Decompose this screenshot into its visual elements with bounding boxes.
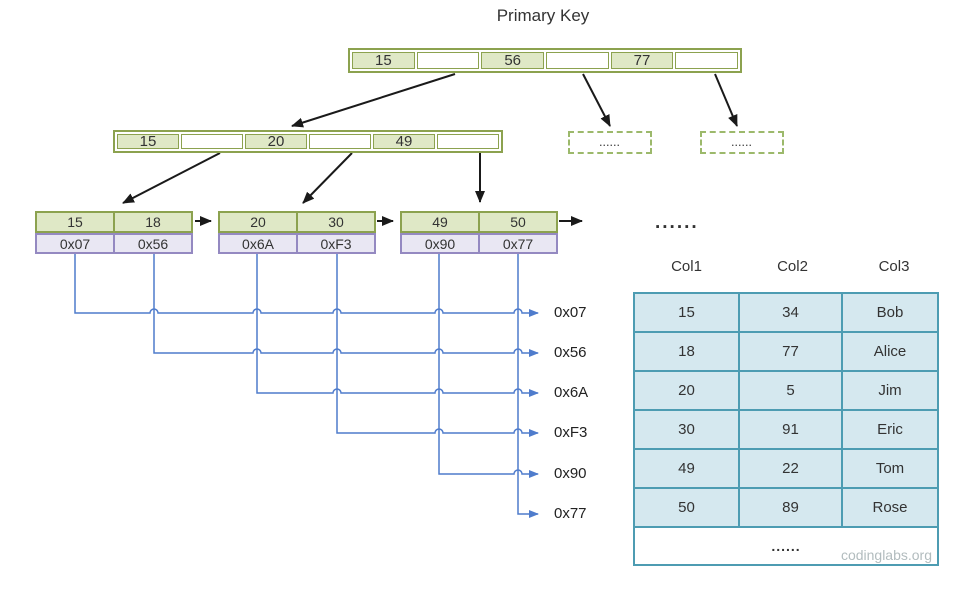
key-cell: 50 [478,213,556,231]
pointer-cell [675,52,739,69]
btree-root-node: 15 56 77 [348,48,742,73]
address-label: 0x77 [554,505,587,522]
address-cell: 0x6A [218,233,298,254]
key-cell: 20 [245,133,307,150]
tree-edge-arrow [302,152,353,204]
table-cell: Bob [841,292,939,333]
tree-edge-arrow [714,73,738,127]
address-label: 0x56 [554,344,587,361]
pointer-cell [181,134,243,149]
tree-edge-arrows [122,73,738,226]
table-cell: 34 [738,292,843,333]
connector-0x77 [517,253,539,518]
table-row: 50 89 Rose [633,487,939,528]
key-cell: 18 [113,213,191,231]
column-header: Col1 [671,258,702,275]
pointer-cell [437,134,499,149]
table-cell: 89 [738,487,843,528]
table-cell: ...... codinglabs.org [633,526,939,566]
pointer-cell [546,52,609,69]
table-row: 49 22 Tom [633,448,939,489]
key-cell: 49 [373,133,435,150]
address-label: 0x6A [554,384,589,401]
address-cell: 0x90 [400,233,480,254]
address-label: 0x90 [554,465,587,482]
pointer-cell [309,134,371,149]
btree-leaf-node: 20 30 0x6A 0xF3 [218,211,376,254]
tree-edge-arrow [122,152,221,204]
table-cell: 50 [633,487,740,528]
leaf-key-row: 49 50 [400,211,558,233]
data-table: 15 34 Bob 18 77 Alice 20 5 Jim 30 91 Eri… [633,292,939,566]
leaf-key-row: 20 30 [218,211,376,233]
diagram-title: Primary Key [496,6,590,25]
table-cell: Rose [841,487,939,528]
collapsed-node: ...... [568,131,652,154]
address-cell: 0x07 [35,233,115,254]
table-row: 30 91 Eric [633,409,939,450]
table-cell: Alice [841,331,939,372]
table-row: 20 5 Jim [633,370,939,411]
leaf-pointer-row: 0x6A 0xF3 [218,233,376,254]
leaf-pointer-row: 0x07 0x56 [35,233,193,254]
address-cell: 0x77 [478,233,558,254]
key-cell: 56 [481,52,545,69]
address-cell: 0x56 [113,233,193,254]
tree-edge-arrow [582,73,611,127]
table-cell: 77 [738,331,843,372]
table-cell: 91 [738,409,843,450]
watermark: codinglabs.org [840,547,932,563]
address-label: 0x07 [554,304,587,321]
btree-leaf-node: 49 50 0x90 0x77 [400,211,558,254]
tree-edge-arrow [291,73,456,128]
key-cell: 49 [432,214,448,230]
pointer-connector-lines [74,253,539,518]
table-cell: 18 [633,331,740,372]
ellipsis: ...... [655,212,699,233]
table-cell: 15 [633,292,740,333]
table-cell: 20 [633,370,740,411]
table-cell: 49 [633,448,740,489]
key-cell: 15 [352,52,415,69]
column-header: Col2 [777,258,808,275]
table-cell: 30 [633,409,740,450]
pointer-cell [416,52,480,69]
key-cell: 20 [250,214,266,230]
connector-0x07 [74,253,539,317]
btree-leaf-node: 15 18 0x07 0x56 [35,211,193,254]
table-row: 15 34 Bob [633,292,939,333]
connector-0x6A [256,253,539,397]
key-cell: 30 [296,213,374,231]
table-cell: 22 [738,448,843,489]
table-cell: Eric [841,409,939,450]
connector-0x56 [153,253,539,357]
leaf-key-row: 15 18 [35,211,193,233]
address-label: 0xF3 [554,424,588,441]
collapsed-node: ...... [700,131,784,154]
connector-0x90 [438,253,539,478]
table-cell: Tom [841,448,939,489]
address-cell: 0xF3 [296,233,376,254]
table-header-row: Col1 Col2 Col3 [633,258,943,275]
table-row: 18 77 Alice [633,331,939,372]
connector-0xF3 [336,253,539,437]
key-cell: 15 [67,214,83,230]
column-header: Col3 [878,258,910,275]
ellipsis: ...... [771,537,801,554]
btree-internal-node: 15 20 49 [113,130,503,153]
table-ellipsis-row: ...... codinglabs.org [633,526,939,566]
table-cell: Jim [841,370,939,411]
key-cell: 15 [117,133,179,150]
table-cell: 5 [738,370,843,411]
key-cell: 77 [610,52,674,69]
leaf-pointer-row: 0x90 0x77 [400,233,558,254]
